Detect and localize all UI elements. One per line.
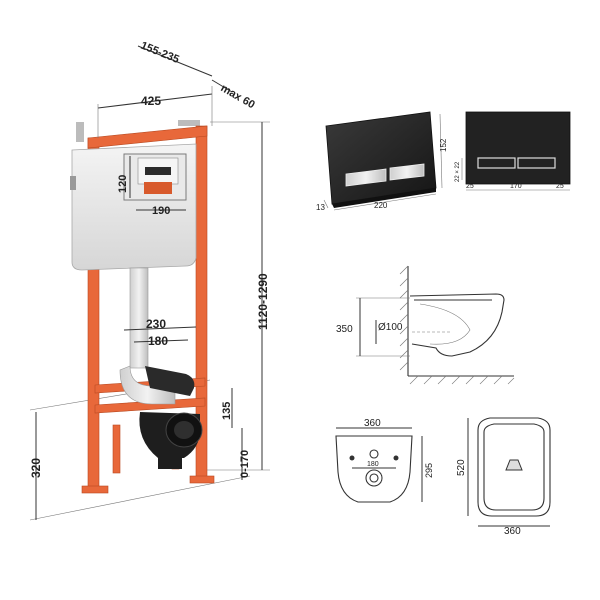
floor-guide-bottom xyxy=(29,475,251,521)
toilet-back-inlet xyxy=(369,449,379,459)
dim-line-plate-depth xyxy=(323,199,329,209)
dim-depth-adjust: 155-235 xyxy=(139,40,181,66)
dim-button-width: 170 xyxy=(510,183,522,190)
dim-outlet-diameter: Ø100 xyxy=(378,322,403,333)
wall-bracket-right xyxy=(178,120,200,126)
dim-line-max-depth xyxy=(211,79,233,93)
dim-max-depth: max 60 xyxy=(219,82,257,111)
drain-outlet-inner xyxy=(174,421,194,439)
dim-width: 425 xyxy=(141,94,161,108)
toilet-back-outline xyxy=(335,435,413,503)
dim-foot-adjust: 0-170 xyxy=(239,450,251,478)
toilet-top-seat xyxy=(483,423,545,511)
dim-opening-height: 120 xyxy=(117,175,129,193)
dim-line-plate-width xyxy=(333,193,437,211)
toilet-side-view: 350 Ø100 xyxy=(336,265,515,385)
dim-height: 1120-1290 xyxy=(256,273,270,330)
frame-inner-leg-left xyxy=(112,424,121,474)
dim-line-drain-inner xyxy=(133,339,189,343)
flush-pipe xyxy=(129,267,149,369)
dim-outlet-height: 135 xyxy=(221,402,233,420)
flush-plate-perspective: 13 220 152 xyxy=(316,111,448,212)
toilet-top-outline xyxy=(477,417,551,517)
flush-button-front-left xyxy=(477,157,516,169)
flush-valve xyxy=(144,182,172,194)
dim-line-depth-adjust xyxy=(137,45,213,77)
frame-foot-left xyxy=(81,485,109,494)
dim-plate-height: 152 xyxy=(439,138,448,152)
toilet-bolt-left xyxy=(349,455,355,461)
dim-button-margin-right: 25 xyxy=(556,183,564,190)
wall-hatch xyxy=(399,265,515,385)
toilet-body-outline xyxy=(409,293,505,357)
frame-foot-right xyxy=(189,475,215,484)
dim-opening-width: 190 xyxy=(152,205,170,217)
flush-button-right xyxy=(389,163,425,181)
dim-back-width: 360 xyxy=(364,418,381,429)
flush-pipe-bend xyxy=(119,365,176,405)
toilet-bowl-inner xyxy=(419,303,471,345)
dim-button-offsets: 22 × 22 xyxy=(455,161,461,182)
toilet-back-view: 360 180 295 xyxy=(335,418,434,503)
dim-button-margin-left: 25 xyxy=(466,183,474,190)
toilet-bolt-right xyxy=(393,455,399,461)
flush-plate-edge xyxy=(332,188,436,208)
dim-plate-width: 220 xyxy=(374,201,388,210)
wall-bracket-left xyxy=(76,122,84,142)
flush-plate-face xyxy=(325,111,437,205)
flush-button-left xyxy=(345,168,387,187)
frame-top-bar xyxy=(87,125,208,149)
flush-button-front-right xyxy=(517,157,556,169)
dim-top-length: 520 xyxy=(456,459,467,476)
dim-line-width xyxy=(97,93,213,109)
dim-plate-depth: 13 xyxy=(316,203,325,212)
dim-line-drain-outer xyxy=(123,326,197,331)
flush-plate-front: 22 × 22 25 170 25 xyxy=(455,111,571,191)
dim-bolt-spacing: 180 xyxy=(367,461,379,468)
toilet-back-outlet-inner xyxy=(369,473,379,483)
flush-elbow xyxy=(145,366,195,396)
dim-outlet-floor: 320 xyxy=(29,458,43,478)
drain-connector xyxy=(158,455,182,469)
toilet-top-view: 520 360 xyxy=(456,417,551,537)
installation-frame: 155-235 425 max 60 1120-1290 120 190 230… xyxy=(29,40,270,521)
flush-mechanism-dark xyxy=(145,167,171,175)
dim-back-height: 295 xyxy=(424,463,434,478)
dim-drain-inner: 180 xyxy=(148,334,168,348)
water-inlet xyxy=(70,176,76,190)
dim-line-plate-height xyxy=(439,113,443,189)
toilet-back-outlet xyxy=(365,469,383,487)
flush-plate-front-face xyxy=(465,111,571,185)
toilet-top-handle xyxy=(505,459,523,471)
dim-side-height: 350 xyxy=(336,324,353,335)
dim-top-width: 360 xyxy=(504,526,521,537)
dim-drain-outer: 230 xyxy=(146,317,166,331)
